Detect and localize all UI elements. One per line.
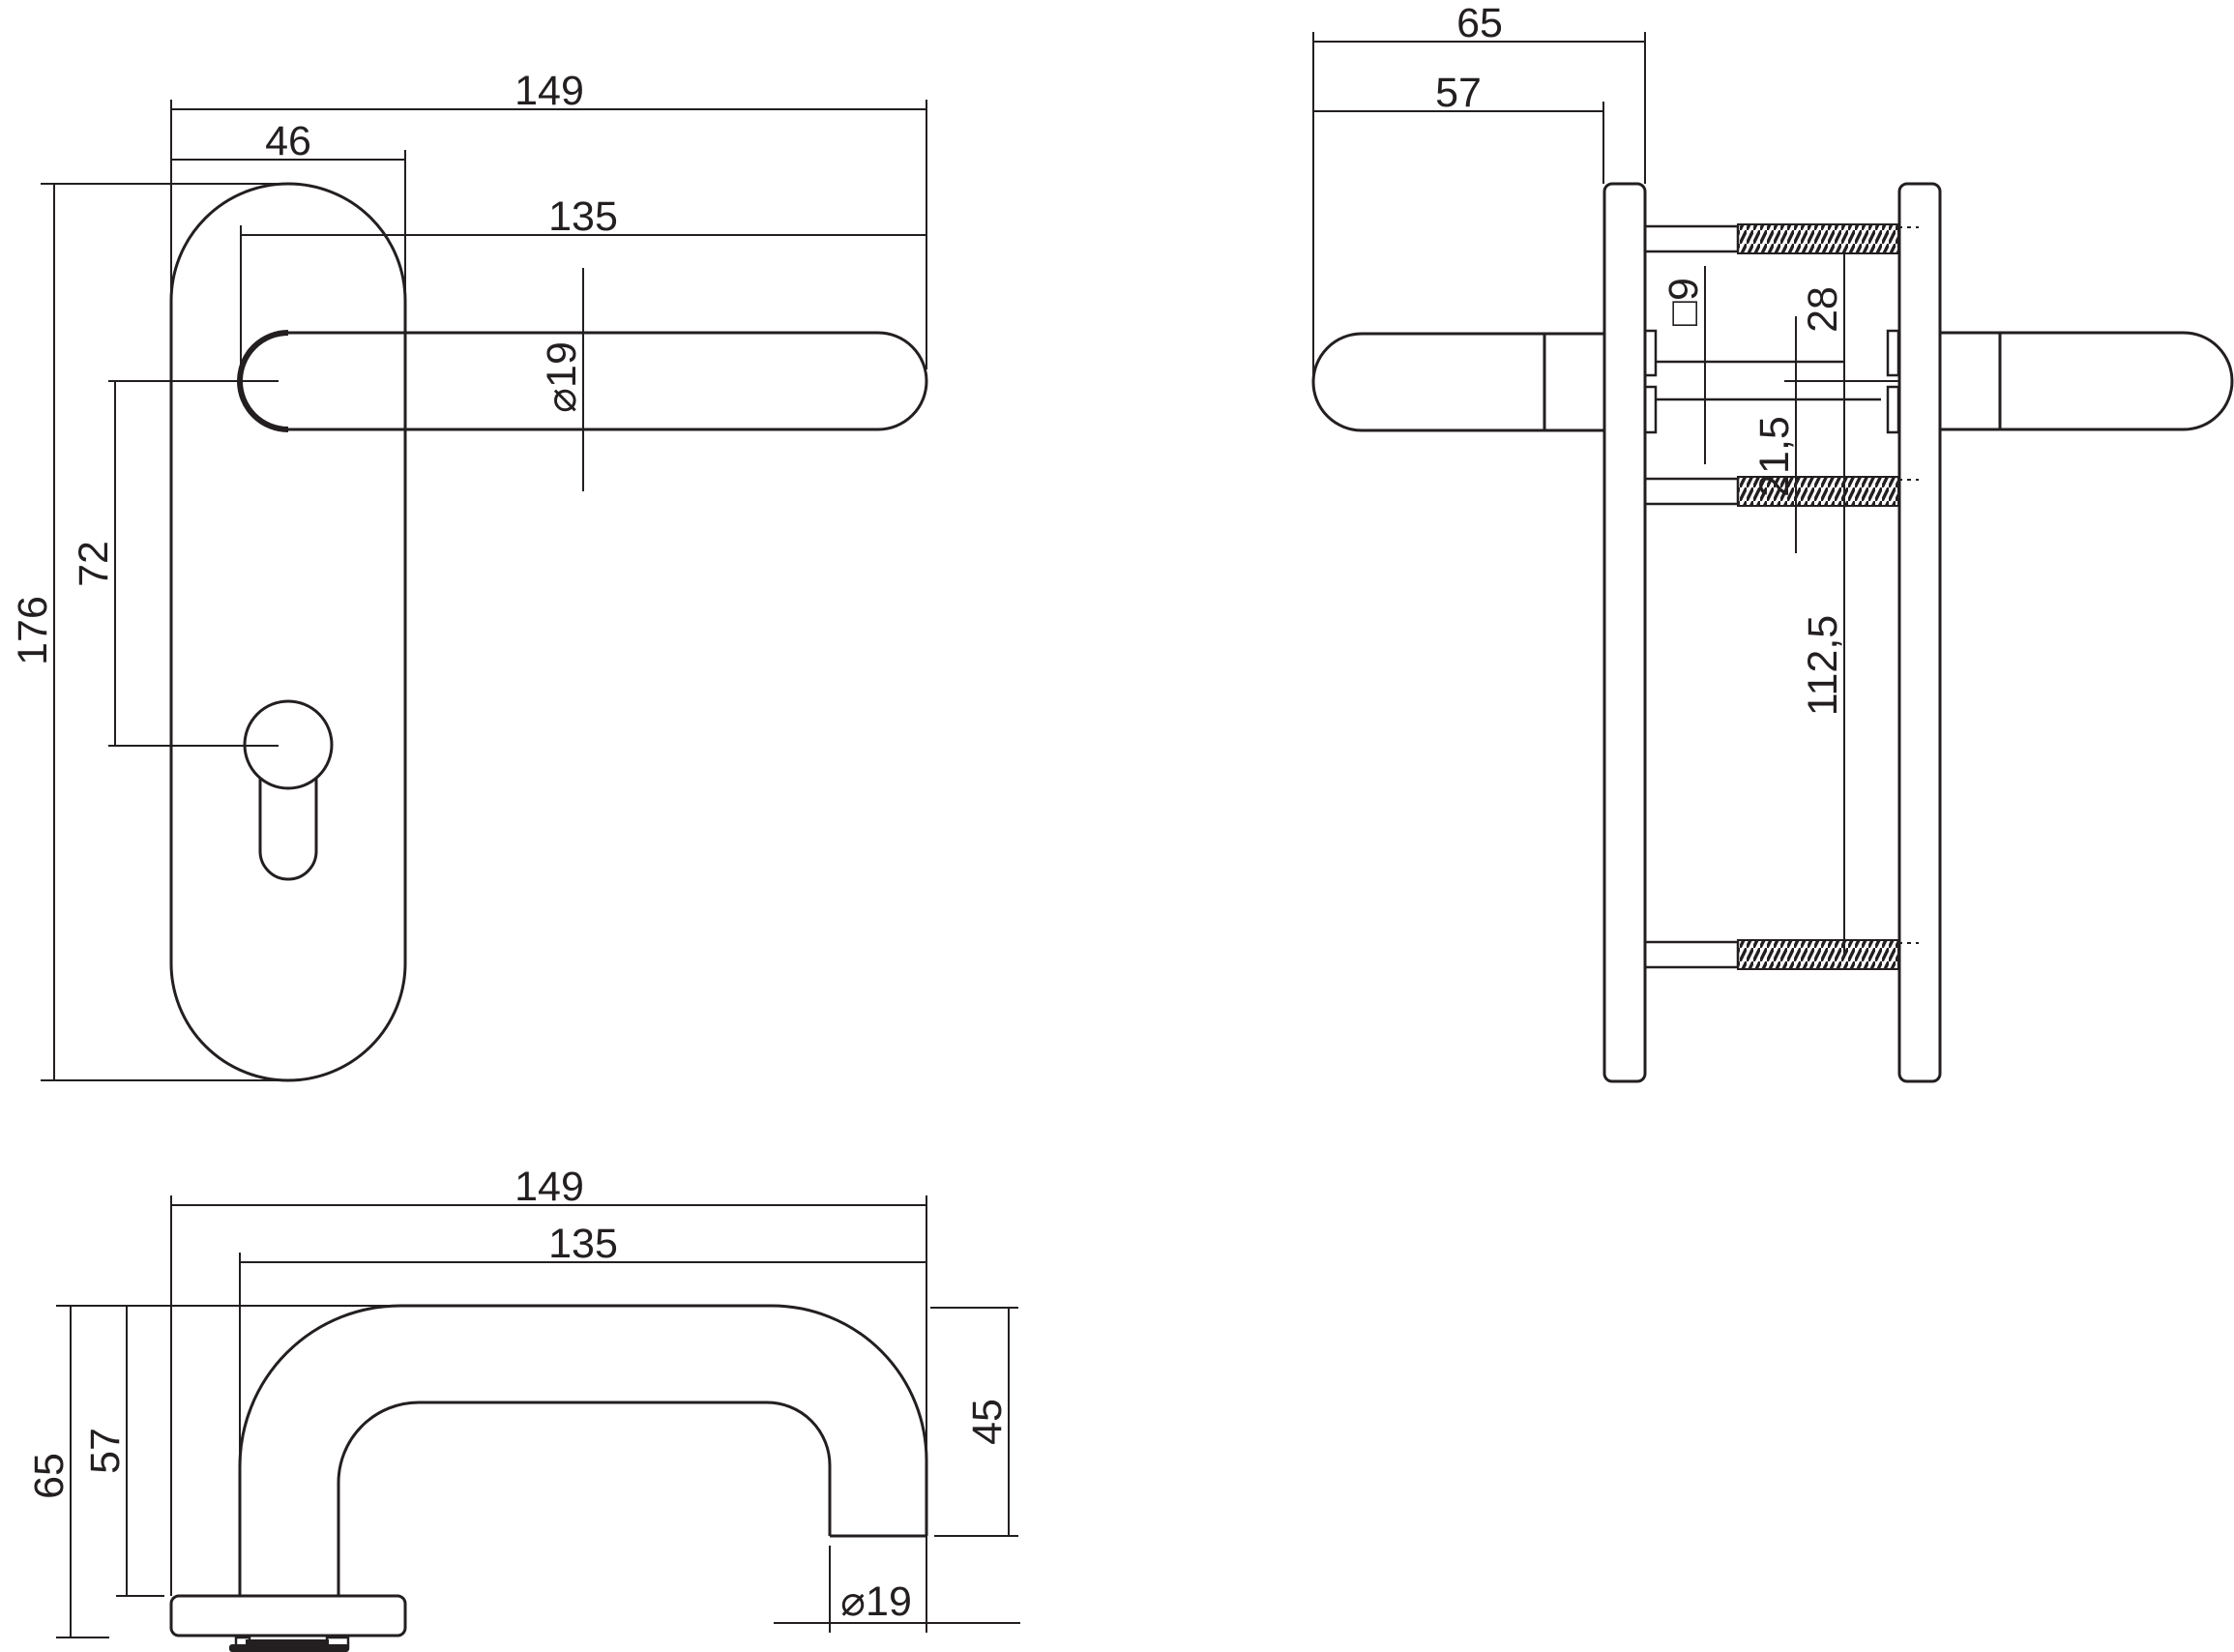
- dim-46: [171, 150, 406, 290]
- side-plate-right: [1897, 182, 1942, 1083]
- dim-135-plan: [239, 1253, 926, 1467]
- dim-label-depth-to-plate: 57: [1435, 70, 1482, 116]
- screw-middle: [1643, 476, 1919, 507]
- dim-label-mid-screw: 21,5: [1751, 416, 1798, 497]
- plan-plate: [169, 1594, 407, 1637]
- dim-label-depth-total-plan: 65: [26, 1453, 73, 1499]
- front-view: 149 46 135 ⌀19 72 176: [10, 68, 928, 1082]
- dim-135: [240, 225, 926, 377]
- plan-bearing-stack: [229, 1636, 350, 1652]
- dim-label-lever-diameter-plan: ⌀19: [840, 1578, 912, 1625]
- cylinder-hole-slot: [258, 778, 318, 881]
- spindle-collar: [1643, 329, 1658, 377]
- dim-label-handle-to-cylinder: 72: [71, 541, 117, 587]
- dim-65-plan: [56, 1306, 109, 1638]
- dim-label-plate-height: 176: [10, 596, 56, 665]
- dim-label-plate-width: 46: [265, 118, 311, 164]
- dim-label-depth-to-plate-plan: 57: [82, 1428, 129, 1474]
- dim-65: [1312, 32, 1646, 379]
- dim-label-depth-total: 65: [1456, 0, 1503, 46]
- centerlines: [108, 380, 279, 747]
- side-view: 65 57 □9 28 21,5 112,5: [1311, 0, 2234, 1083]
- dim-149-plan: [170, 1195, 927, 1633]
- dim-label-spindle-size: □9: [1661, 278, 1707, 326]
- spindle-collar: [1886, 385, 1900, 434]
- screw-bottom: [1643, 939, 1919, 970]
- dim-57-plan: [116, 1306, 164, 1597]
- side-lever-left: [1311, 332, 1603, 432]
- side-plate-left: [1602, 182, 1647, 1083]
- dim-label-top-screw: 28: [1800, 286, 1846, 333]
- plan-lever-outer: [238, 1304, 928, 1596]
- plan-lever-inner: [337, 1401, 832, 1596]
- spindle-collar: [1643, 385, 1658, 434]
- dim-label-total-length-plan: 149: [514, 1164, 584, 1210]
- spindle-collar: [1886, 329, 1900, 377]
- dim-label-bottom-screw: 112,5: [1800, 615, 1846, 716]
- dim-57: [1313, 102, 1604, 184]
- dim-label-total-length: 149: [514, 68, 584, 114]
- top-view: 149 135 65 57 45 ⌀19: [26, 1164, 1020, 1652]
- dim-label-grip-return: 45: [964, 1399, 1011, 1445]
- dim-176: [41, 183, 282, 1081]
- screw-top: [1643, 223, 1919, 254]
- dim-d19-plan: [774, 1546, 1020, 1633]
- backplate-outline: [169, 182, 407, 1082]
- dim-45: [930, 1307, 1018, 1537]
- dim-label-lever-length-plan: 135: [548, 1221, 618, 1267]
- side-lever-right: [1940, 331, 2234, 431]
- dim-label-lever-diameter: ⌀19: [539, 341, 585, 413]
- dim-label-lever-length: 135: [548, 193, 618, 240]
- lever-outline: [288, 331, 928, 431]
